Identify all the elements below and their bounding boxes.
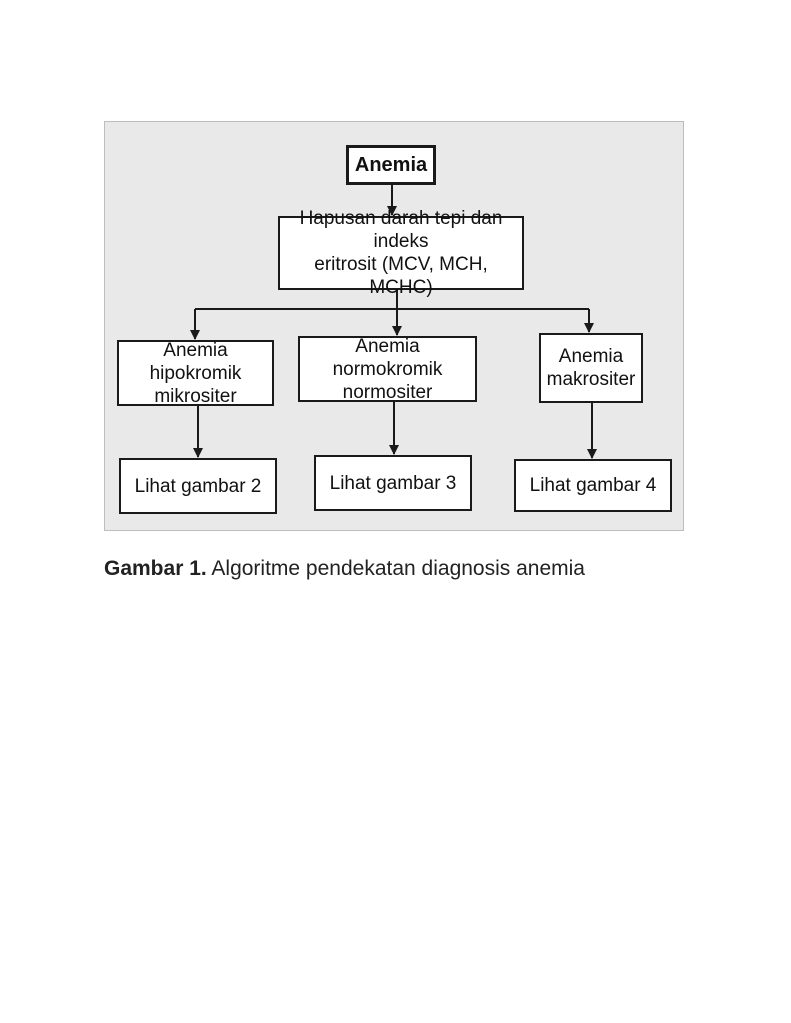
node-hypochromic-microcytic: Anemia hipokromik mikrositer: [117, 339, 274, 407]
node-smear-line2: eritrosit (MCV, MCH, MCHC): [314, 254, 488, 298]
node-see-figure-4: Lihat gambar 4: [514, 459, 672, 512]
node-anemia-label: Anemia: [354, 153, 428, 176]
node-g2-label: Lihat gambar 2: [134, 475, 262, 497]
node-normo-line1: Anemia normokromik: [332, 335, 443, 380]
node-anemia: Anemia: [346, 145, 436, 185]
node-hypo-line2: mikrositer: [154, 385, 237, 407]
node-normo-line2: normositer: [342, 381, 433, 403]
node-g4-label: Lihat gambar 4: [529, 475, 657, 496]
node-peripheral-smear: Hapusan darah tepi dan indeks eritrosit …: [278, 208, 524, 298]
node-macrocytic: Anemia makrositer: [539, 333, 643, 403]
node-see-figure-3: Lihat gambar 3: [314, 455, 472, 511]
node-see-figure-2: Lihat gambar 2: [119, 458, 277, 514]
node-smear-line1: Hapusan darah tepi dan indeks: [299, 208, 503, 252]
caption-label: Gambar 1.: [104, 557, 207, 580]
node-normochromic-normocytic: Anemia normokromik normositer: [298, 335, 477, 403]
node-makro-line1: Anemia: [558, 346, 624, 367]
figure-caption: Gambar 1. Algoritme pendekatan diagnosis…: [104, 555, 664, 583]
node-hypo-line1: Anemia hipokromik: [149, 339, 242, 384]
node-g3-label: Lihat gambar 3: [329, 472, 457, 494]
caption-text: Algoritme pendekatan diagnosis anemia: [211, 557, 585, 580]
node-makro-line2: makrositer: [546, 369, 636, 390]
